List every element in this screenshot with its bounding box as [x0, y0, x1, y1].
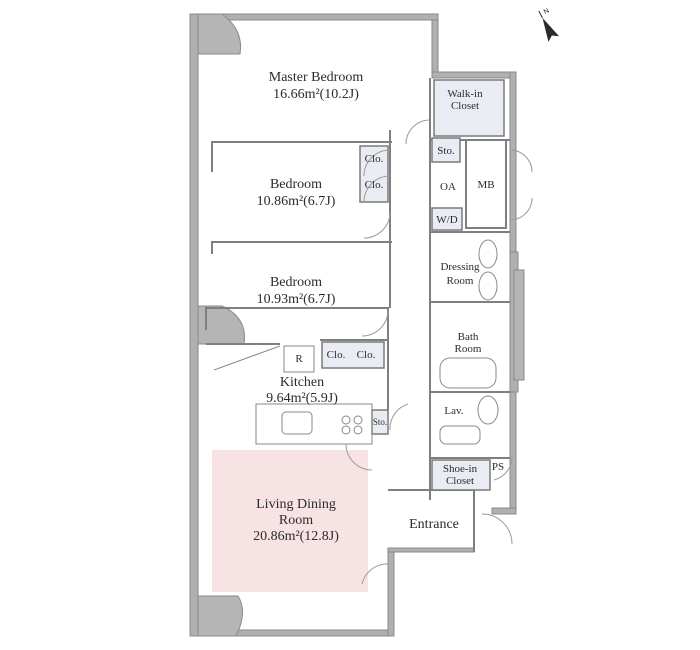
oa-label: OA — [440, 181, 456, 193]
clo-kitchen-left: Clo. — [327, 349, 346, 361]
shoe-in-closet-box — [431, 459, 491, 491]
kitchen-name: Kitchen — [280, 375, 324, 390]
clo-bedroom1-lower: Clo. — [365, 179, 384, 191]
living-dining-name-line2: Room — [279, 513, 313, 528]
living-dining-area: 20.86m²(12.8J) — [253, 529, 339, 544]
dressing-line2: Room — [447, 275, 474, 287]
sto-top-box — [431, 137, 461, 163]
sto-top-label: Sto. — [437, 145, 455, 157]
clo-kitchen-box — [321, 341, 385, 369]
north-arrow-icon: N — [538, 7, 560, 42]
walk-in-closet-box — [433, 79, 505, 137]
bay-windows — [197, 13, 525, 637]
sto-kitchen-label: Sto. — [373, 417, 387, 427]
svg-text:N: N — [543, 7, 551, 16]
lav-label: Lav. — [444, 405, 463, 417]
refrigerator-box — [283, 345, 315, 373]
kitchen-counter — [255, 403, 373, 445]
clo-kitchen-right: Clo. — [357, 349, 376, 361]
living-dining-name-line1: Living Dining — [256, 497, 336, 512]
bedroom-2-area: 10.93m²(6.7J) — [257, 292, 336, 307]
fixtures — [213, 239, 499, 445]
mb-label: MB — [477, 179, 494, 191]
dressing-line1: Dressing — [440, 261, 480, 273]
living-dining-highlight — [212, 450, 368, 592]
shoe-in-line1: Shoe-in — [443, 463, 478, 475]
bedroom-2-name: Bedroom — [270, 275, 322, 290]
walk-in-closet-line1: Walk-in — [447, 88, 483, 100]
clo-bedroom1-upper: Clo. — [365, 153, 384, 165]
entrance-label: Entrance — [409, 517, 459, 532]
closets — [321, 79, 505, 491]
master-bedroom-name: Master Bedroom — [269, 70, 364, 85]
bathtub — [439, 357, 497, 389]
toilet — [477, 395, 499, 425]
shoe-in-line2: Closet — [446, 475, 474, 487]
bedroom-1-area: 10.86m²(6.7J) — [257, 194, 336, 209]
refrigerator-label: R — [295, 353, 303, 365]
walk-in-closet-line2: Closet — [451, 100, 479, 112]
bedroom-1-name: Bedroom — [270, 177, 322, 192]
bath-line1: Bath — [458, 331, 479, 343]
wd-label: W/D — [436, 214, 457, 226]
wd-box — [431, 207, 463, 231]
room-labels: Master Bedroom 16.66m²(10.2J) Bedroom 10… — [253, 70, 504, 544]
kitchen-area: 9.64m²(5.9J) — [266, 391, 338, 406]
ps-label: PS — [492, 461, 504, 473]
bath-line2: Room — [455, 343, 482, 355]
master-bedroom-area: 16.66m²(10.2J) — [273, 87, 359, 102]
door-swings — [345, 119, 533, 585]
